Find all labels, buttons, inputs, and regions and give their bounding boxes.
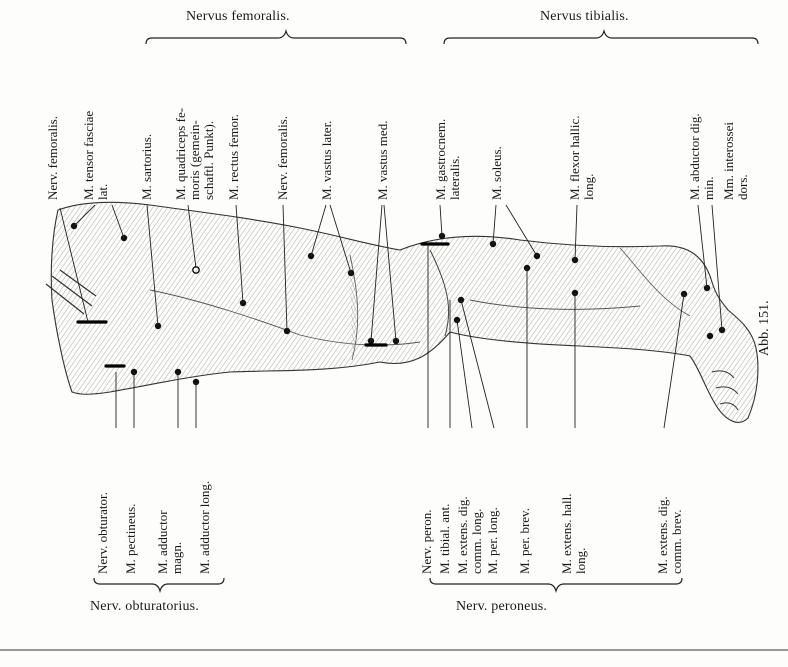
obturator-nerve-header: Nerv. obturatorius. [90,600,199,614]
label-interossei: Mm. interossei dors. [722,122,750,200]
label-adductor-magn: M. adductor magn. [156,510,184,574]
label-nerv-peron: Nerv. peron. [420,510,434,575]
label-soleus: M. soleus. [490,146,504,200]
label-extens-dig-long: M. extens. dig. comm. long. [456,496,484,574]
label-tensor-fasciae: M. tensor fasciae lat. [82,111,110,200]
label-nerv-femoralis-1: Nerv. femoralis. [46,116,60,200]
obturator-bracket [94,578,224,591]
leg-outline [46,202,758,422]
femoral-bracket [146,31,406,44]
tibial-bracket [444,31,758,44]
label-per-brev: M. per. brev. [518,508,532,574]
label-vastus-med: M. vastus med. [376,121,390,200]
label-per-long: M. per. long. [486,507,500,574]
label-flexor-hallucis: M. flexor hallic. long. [568,116,596,200]
label-extens-dig-brev: M. extens. dig. comm. brev. [656,496,684,574]
label-pectineus: M. pectineus. [124,504,138,574]
label-sartorius: M. sartorius. [140,134,154,200]
label-nerv-femoralis-2: Nerv. femoralis. [276,116,290,200]
label-gastrocnem: M. gastrocnem. lateralis. [434,119,462,200]
label-adductor-long: M. adductor long. [198,481,212,574]
label-abductor-dig: M. abductor dig. min. [688,113,716,200]
label-quadriceps: M. quadriceps fe- moris (gemein- schaftl… [174,108,216,200]
peroneal-bracket [430,578,682,591]
peroneal-nerve-header: Nerv. peroneus. [456,600,547,614]
label-rectus: M. rectus femor. [227,114,241,200]
tibial-nerve-header: Nervus tibialis. [540,10,629,24]
femoral-nerve-header: Nervus femoralis. [186,10,290,24]
figure-label: Abb. 151. [758,300,772,356]
label-nerv-obturator: Nerv. obturator. [96,492,110,574]
label-extens-hall: M. extens. hall. long. [560,493,588,574]
label-vastus-lat: M. vastus later. [320,121,334,200]
label-tibial-ant: M. tibial. ant. [438,504,452,574]
